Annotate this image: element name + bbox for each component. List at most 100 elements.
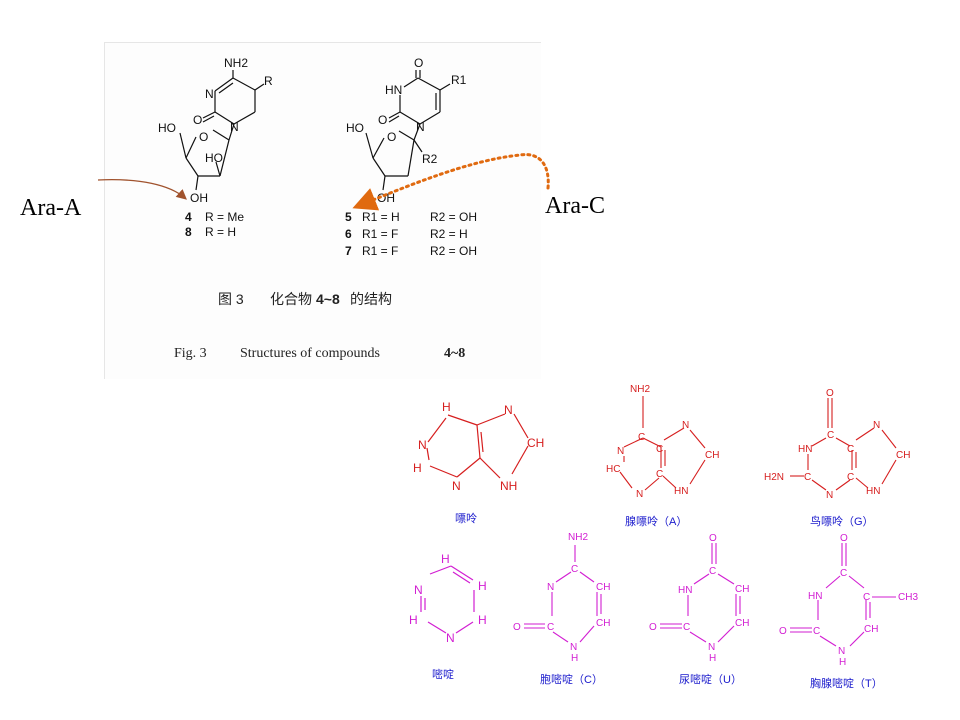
thymine-structure [790,543,896,647]
atom-h: H [478,579,487,593]
atom-ch: CH [896,450,910,461]
atom-o: O [826,388,834,399]
atom-hn: HN [674,486,688,497]
label-adenine: 腺嘌呤（A） [625,514,687,528]
atom-c: C [863,592,870,603]
caption-en-prefix: Fig. 3 [174,346,207,361]
atom-n-ring: N [230,120,239,134]
pyrimidine-atoms: H N H H N H [409,552,487,645]
atom-hn: HN [678,585,692,596]
atom-n-top: N [205,87,214,101]
atom-c: C [571,564,578,575]
compound-number: 6 [345,227,352,241]
atom-ch: CH [864,624,878,635]
atom-oh: OH [190,191,208,205]
cytidine-structure [179,70,265,191]
atom-n: N [414,583,423,597]
purine-structure [426,413,529,479]
compound-list-left: 4 R = Me 8 R = H [185,210,244,239]
atom-ch: CH [735,584,749,595]
atom-r2: R2 [422,152,438,166]
adenine-atoms: NH2 C N N C CH HC C N HN [606,384,719,500]
atom-nh2: NH2 [224,56,248,70]
atom-h: H [478,613,487,627]
label-uracil: 尿嘧啶（U） [679,672,742,686]
figure-caption-en: Fig. 3 Structures of compounds 4~8 [174,346,465,361]
atom-ring-o: O [387,130,396,144]
compound-r2: R2 = OH [430,244,477,258]
atom-hn: HN [866,486,880,497]
compound-substituent: R = H [205,225,236,239]
atom-c: C [840,568,847,579]
thymine-atoms: O C HN C CH3 O C CH N H [779,533,918,668]
figure-paper-panel [104,42,541,379]
atom-n: N [617,446,624,457]
atom-o: O [840,533,848,544]
atom-n: N [452,479,461,493]
atom-nh2: NH2 [630,384,650,395]
uracil-atoms: O C HN CH O C CH N H [649,533,749,664]
atom-h2n: H2N [764,472,784,483]
atom-o2: O [378,113,387,127]
atom-c: C [813,626,820,637]
guanine-atoms: O C HN C N CH H2N C C N HN [764,388,910,501]
atom-n: N [838,646,845,657]
atom-h: H [839,657,846,668]
cytidine-atoms: NH2 R N N O HO O HO OH [158,56,273,205]
atom-h: H [709,653,716,664]
atom-h: H [413,461,422,475]
compound-substituent: R = Me [205,210,244,224]
figure-caption-cn: 图 3 化合物 4~8 的结构 [218,291,392,307]
atom-c: C [709,566,716,577]
atom-ho: HO [346,121,364,135]
atom-ring-o: O [199,130,208,144]
cytosine-atoms: NH2 C N CH O C CH N H [513,532,610,664]
atom-n: N [446,631,455,645]
compound-number: 4 [185,210,192,224]
atom-h: H [441,552,450,566]
atom-hn: HN [798,444,812,455]
guanine-structure [790,398,897,491]
compound-r2: R2 = H [430,227,468,241]
atom-c: C [656,444,663,455]
atom-hn: HN [808,591,822,602]
label-guanine: 鸟嘌呤（G） [810,514,874,528]
atom-c: C [804,472,811,483]
atom-h: H [442,400,451,414]
atom-ch: CH [705,450,719,461]
compound-number: 5 [345,210,352,224]
atom-o: O [649,622,657,633]
atom-n-ring: N [416,120,425,134]
atom-n: N [708,642,715,653]
atom-hc: HC [606,464,620,475]
compound-r1: R1 = F [362,244,398,258]
uracil-structure [660,543,741,643]
atom-o: O [709,533,717,544]
atom-n: N [570,642,577,653]
atom-c: C [656,469,663,480]
atom-r1: R1 [451,73,467,87]
uridine-atoms: O R1 HN O N HO O R2 OH [346,56,467,205]
cytosine-structure [524,545,602,643]
caption-en-bold: 4~8 [444,346,465,361]
label-thymine: 胸腺嘧啶（T） [810,676,883,690]
atom-r: R [264,74,273,88]
atom-nh: NH [500,479,517,493]
purine-atoms: H N N CH N H NH [413,400,544,493]
atom-c: C [547,622,554,633]
compound-list-right: 5 R1 = H R2 = OH 6 R1 = F R2 = H 7 R1 = … [345,210,477,258]
label-ara-a: Ara-A [20,195,82,221]
caption-cn-prefix: 图 3 [218,291,244,307]
label-cytosine: 胞嘧啶（C） [540,672,603,686]
atom-h: H [571,653,578,664]
atom-n: N [547,582,554,593]
atom-n: N [826,490,833,501]
pyrimidine-structure [420,565,475,634]
atom-o: O [193,113,202,127]
atom-o: O [779,626,787,637]
atom-n: N [418,438,427,452]
caption-cn-bold: 4~8 [316,291,340,307]
atom-c: C [683,622,690,633]
atom-hn: HN [385,83,402,97]
atom-ch: CH [596,618,610,629]
